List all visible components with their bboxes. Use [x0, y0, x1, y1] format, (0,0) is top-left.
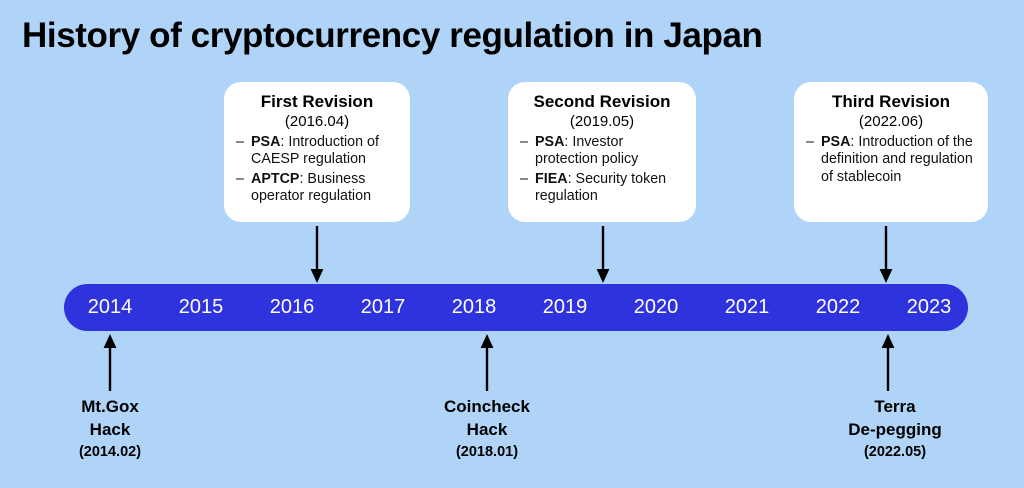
- bullet-term: PSA: [821, 134, 851, 151]
- event-terra-de-pegging: Terra De-pegging (2022.05): [795, 396, 995, 462]
- card-bullet-list: –PSA: Introduction of CAESP regulation –…: [236, 134, 398, 206]
- timeline-bar: 2014 2015 2016 2017 2018 2019 2020 2021 …: [64, 284, 968, 331]
- event-date: (2018.01): [455, 443, 519, 460]
- timeline-year-2014: 2014: [87, 296, 133, 318]
- revision-card-third: Third Revision (2022.06) –PSA: Introduct…: [794, 82, 988, 222]
- event-name: Terra De-pegging: [848, 397, 942, 439]
- event-mt-gox-hack: Mt.Gox Hack (2014.02): [10, 396, 210, 462]
- timeline-year-2022: 2022: [815, 296, 861, 318]
- bullet-text: Business operator regulation: [251, 170, 372, 205]
- page-title: History of cryptocurrency regulation in …: [22, 16, 763, 55]
- bullet-term: PSA: [251, 134, 281, 151]
- card-bullet-list: –PSA: Introduction of the definition and…: [806, 134, 976, 186]
- card-title: Second Revision: [533, 92, 671, 111]
- card-title: First Revision: [260, 92, 374, 111]
- bullet-item: –PSA: Introduction of CAESP regulation: [236, 134, 398, 169]
- card-title: Third Revision: [831, 92, 951, 111]
- bullet-text: Investor protection policy: [535, 134, 639, 168]
- bullet-dash: –: [236, 170, 244, 187]
- revision-card-first: First Revision (2016.04) –PSA: Introduct…: [224, 82, 410, 222]
- event-date: (2014.02): [78, 443, 142, 460]
- bullet-separator: :: [299, 170, 308, 187]
- bullet-text: Introduction of the definition and regul…: [821, 134, 973, 185]
- bullet-text: Introduction of CAESP regulation: [251, 134, 379, 168]
- timeline-year-2020: 2020: [633, 296, 679, 318]
- event-name: Coincheck Hack: [444, 397, 530, 439]
- bullet-item: –PSA: Investor protection policy: [520, 134, 684, 169]
- timeline-year-2016: 2016: [269, 296, 315, 318]
- card-date: (2022.06): [858, 112, 924, 130]
- bullet-dash: –: [520, 170, 528, 187]
- card-date: (2016.04): [284, 112, 350, 130]
- timeline-year-2018: 2018: [451, 296, 497, 318]
- bullet-term: PSA: [535, 134, 565, 151]
- bullet-term: APTCP: [251, 170, 300, 187]
- card-bullet-list: –PSA: Investor protection policy –FIEA: …: [520, 134, 684, 206]
- arrow-down-icon: [310, 226, 324, 284]
- card-date: (2019.05): [569, 112, 635, 130]
- timeline-year-2023: 2023: [906, 296, 952, 318]
- bullet-separator: :: [850, 134, 859, 151]
- bullet-item: –PSA: Introduction of the definition and…: [806, 134, 976, 186]
- bullet-separator: :: [280, 134, 289, 151]
- arrow-down-icon: [596, 226, 610, 284]
- arrow-down-icon: [879, 226, 893, 284]
- bullet-separator: :: [567, 170, 576, 187]
- arrow-up-icon: [103, 333, 117, 391]
- bullet-dash: –: [236, 134, 244, 151]
- event-coincheck-hack: Coincheck Hack (2018.01): [387, 396, 587, 462]
- timeline-year-2021: 2021: [724, 296, 770, 318]
- arrow-up-icon: [480, 333, 494, 391]
- bullet-term: FIEA: [535, 170, 568, 187]
- event-date: (2022.05): [863, 443, 927, 460]
- event-name: Mt.Gox Hack: [81, 397, 139, 439]
- bullet-dash: –: [520, 134, 528, 151]
- bullet-item: –APTCP: Business operator regulation: [236, 171, 398, 206]
- bullet-text: Security token regulation: [535, 170, 667, 205]
- bullet-separator: :: [564, 134, 573, 151]
- bullet-dash: –: [806, 134, 814, 151]
- revision-card-second: Second Revision (2019.05) –PSA: Investor…: [508, 82, 696, 222]
- bullet-item: –FIEA: Security token regulation: [520, 171, 684, 206]
- timeline-year-2019: 2019: [542, 296, 588, 318]
- timeline-year-2017: 2017: [360, 296, 406, 318]
- timeline-year-2015: 2015: [178, 296, 224, 318]
- arrow-up-icon: [881, 333, 895, 391]
